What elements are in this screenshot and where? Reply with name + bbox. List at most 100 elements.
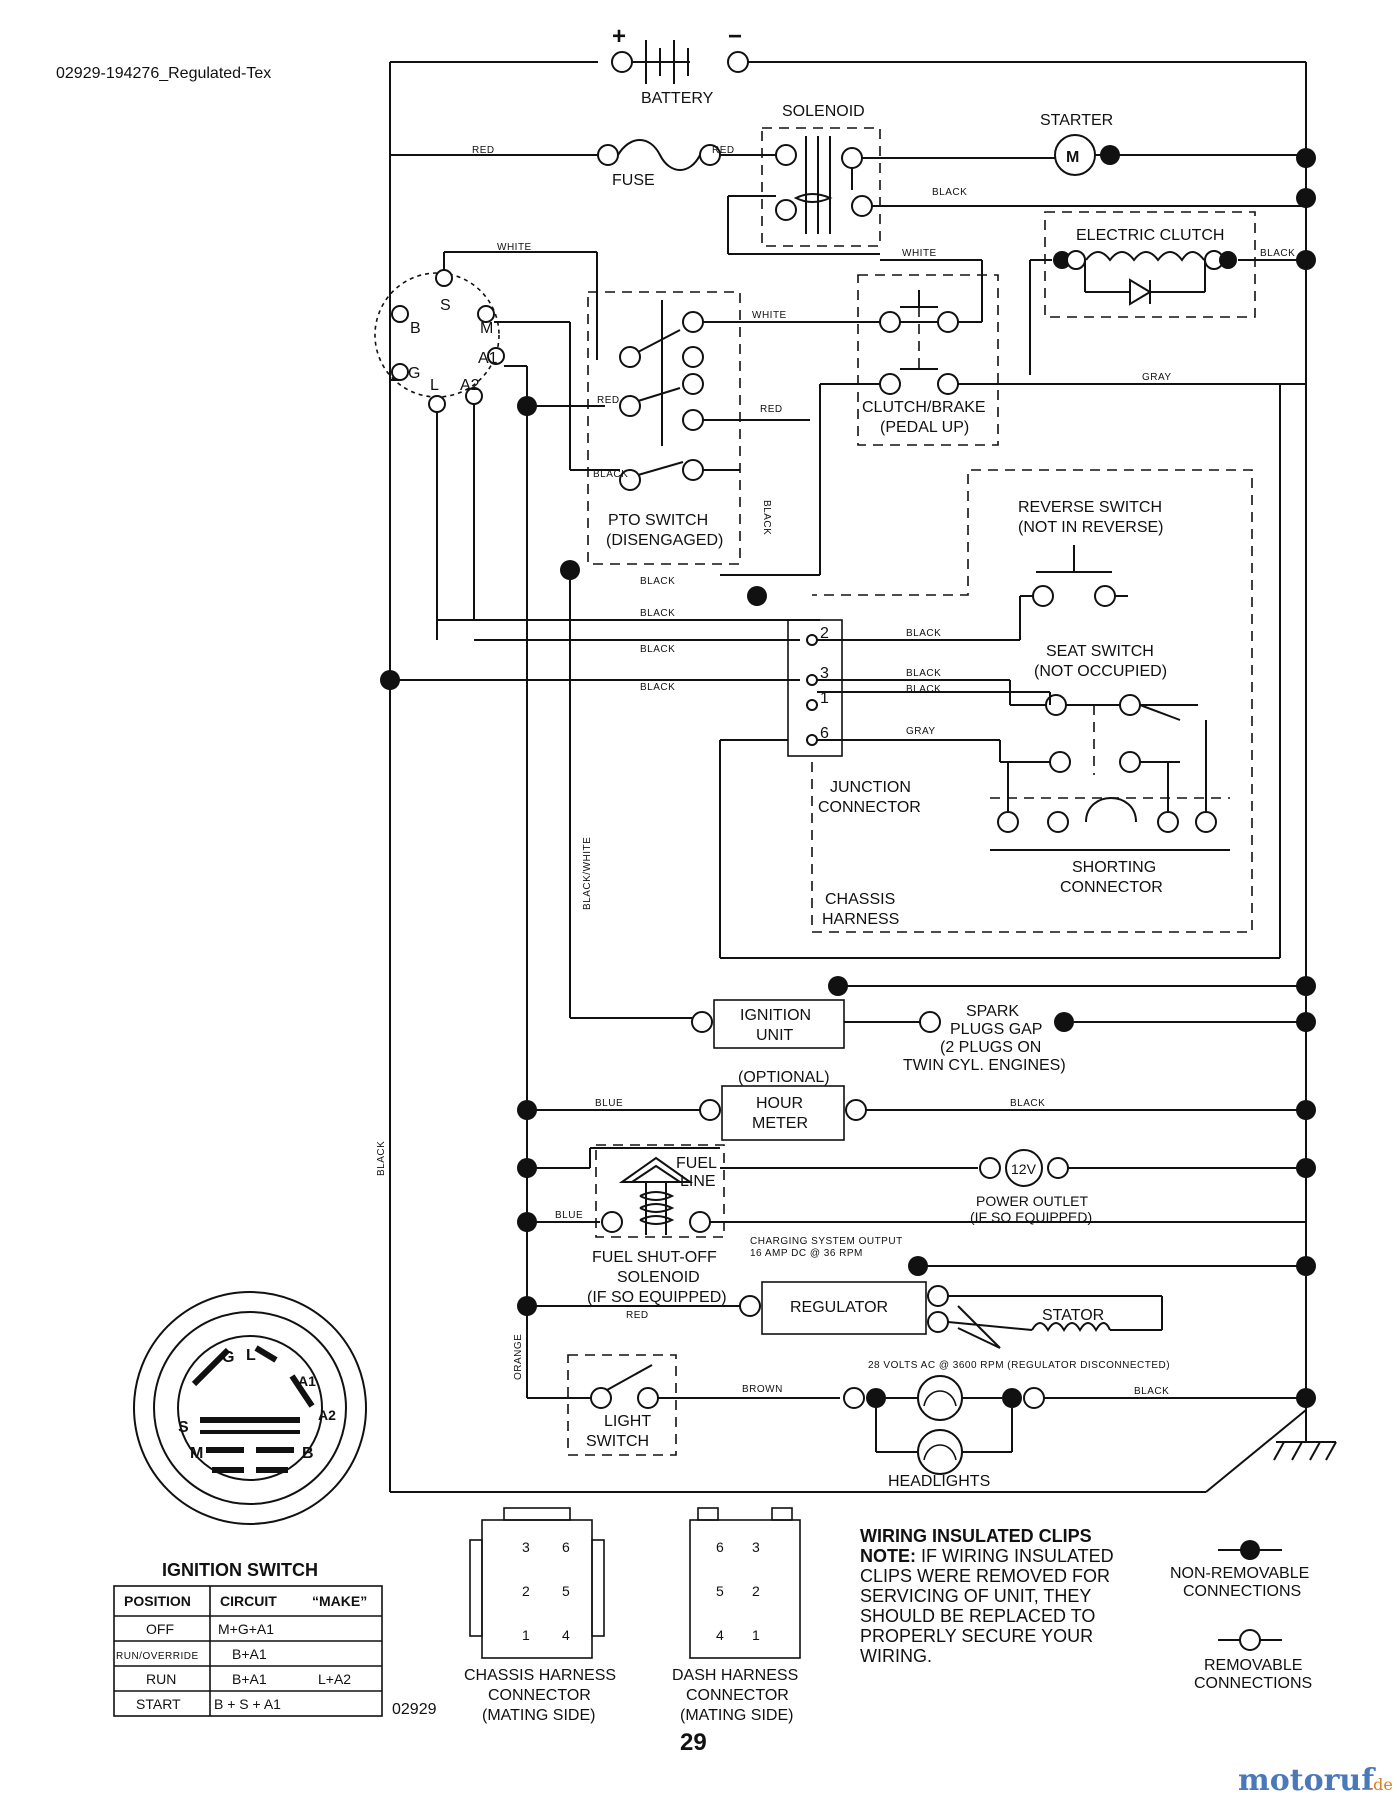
wire-label-black-h2: BLACK xyxy=(640,608,675,619)
ignition-unit-label-1: IGNITION xyxy=(740,1007,811,1024)
table-row-run-extra: L+A2 xyxy=(318,1671,351,1687)
power-outlet: 12V POWER OUTLET (IF SO EQUIPPED) xyxy=(517,1147,1316,1225)
headlights: HEADLIGHTS BLACK xyxy=(843,1375,1316,1490)
shorting-connector-label-2: CONNECTOR xyxy=(1060,879,1163,896)
starter-symbol: M xyxy=(1066,149,1079,166)
wire-label-white-1: WHITE xyxy=(497,242,532,253)
chassis-pin-6: 6 xyxy=(562,1539,570,1555)
battery-plus-sign: + xyxy=(612,23,626,50)
legend-removable-1: REMOVABLE xyxy=(1204,1657,1302,1674)
charging-output-label-2: 16 AMP DC @ 36 RPM xyxy=(750,1248,863,1259)
dash-pin-4: 4 xyxy=(716,1627,724,1643)
fuel-line-label-1: FUEL xyxy=(676,1155,717,1172)
starter-motor: M STARTER xyxy=(1030,112,1316,176)
wire-label-black-hl: BLACK xyxy=(1134,1386,1169,1397)
wire-label-black-h4: BLACK xyxy=(640,682,675,693)
table-row-override-circuit: B+A1 xyxy=(232,1646,267,1662)
chassis-pin-1: 1 xyxy=(522,1627,530,1643)
stator-label: STATOR xyxy=(1042,1307,1104,1324)
clutch-brake-label-1: CLUTCH/BRAKE xyxy=(862,399,986,416)
wire-label-black-hm: BLACK xyxy=(1010,1098,1045,1109)
seat-switch-label-2: (NOT OCCUPIED) xyxy=(1034,663,1167,680)
table-header-make: “MAKE” xyxy=(312,1593,367,1609)
junction-connector-label-1: JUNCTION xyxy=(830,779,911,796)
note-line-5: PROPERLY SECURE YOUR xyxy=(860,1626,1093,1646)
wire-label-blue-hm: BLUE xyxy=(595,1098,623,1109)
seat-switch: SEAT SWITCH (NOT OCCUPIED) xyxy=(999,643,1198,775)
reverse-switch: REVERSE SWITCH (NOT IN REVERSE) xyxy=(1018,499,1164,640)
junction-pin-2: 2 xyxy=(820,625,829,642)
motoruf-logo: motoruf .de xyxy=(1238,1763,1393,1798)
chassis-pin-5: 5 xyxy=(562,1583,570,1599)
chassis-harness-label-1: CHASSIS xyxy=(825,891,895,908)
dash-connector-label-2: CONNECTOR xyxy=(686,1687,789,1704)
note-line-4: SHOULD BE REPLACED TO xyxy=(860,1606,1095,1626)
fuel-shutoff-label-2: SOLENOID xyxy=(617,1269,700,1286)
note-line-2: CLIPS WERE REMOVED FOR xyxy=(860,1566,1110,1586)
dash-pin-6: 6 xyxy=(716,1539,724,1555)
logo-main: motoruf xyxy=(1238,1763,1376,1798)
document-reference-code: 02929-194276_Regulated-Tex xyxy=(56,65,271,82)
terminal-b: B xyxy=(410,320,421,337)
terminal-m: M xyxy=(480,320,493,337)
table-row-override-position: RUN/OVERRIDE xyxy=(116,1651,199,1662)
ignition-face-b: B xyxy=(302,1445,314,1462)
pto-switch-label-1: PTO SWITCH xyxy=(608,512,708,529)
note-line-6: WIRING. xyxy=(860,1646,932,1666)
ground-symbol xyxy=(390,1398,1337,1493)
wire-label-white-pto: WHITE xyxy=(752,310,787,321)
clutch-brake-label-2: (PEDAL UP) xyxy=(880,419,969,436)
legend-non-removable-1: NON-REMOVABLE xyxy=(1170,1565,1309,1582)
ignition-switch-face: G L A1 A2 S M B IGNITION SWITCH xyxy=(133,1291,367,1580)
table-row-start-position: START xyxy=(136,1696,181,1712)
fuel-shutoff-label-1: FUEL SHUT-OFF xyxy=(592,1249,717,1266)
hour-meter: (OPTIONAL) HOUR METER BLUE BLACK xyxy=(517,1069,1316,1141)
headlights-label: HEADLIGHTS xyxy=(888,1473,990,1490)
fuel-shutoff-label-3: (IF SO EQUIPPED) xyxy=(587,1289,727,1306)
battery: + − BATTERY xyxy=(389,23,1306,1492)
power-outlet-symbol: 12V xyxy=(1011,1161,1037,1177)
fuse: FUSE RED RED xyxy=(390,139,776,189)
wiring-note: WIRING INSULATED CLIPS NOTE: IF WIRING I… xyxy=(860,1526,1114,1666)
junction-pin-6: 6 xyxy=(820,725,829,742)
wire-label-red-pto-2: RED xyxy=(760,404,783,415)
battery-label: BATTERY xyxy=(641,90,714,107)
dash-pin-2: 2 xyxy=(752,1583,760,1599)
spark-plugs-label-4: TWIN CYL. ENGINES) xyxy=(903,1057,1066,1074)
light-switch-label-2: SWITCH xyxy=(586,1433,649,1450)
pto-switch: PTO SWITCH (DISENGAGED) RED BLACK WHITE … xyxy=(570,291,940,565)
wire-label-blue-fuel: BLUE xyxy=(555,1210,583,1221)
note-line-1: NOTE: IF WIRING INSULATED xyxy=(860,1546,1114,1566)
legend-removable-2: CONNECTIONS xyxy=(1194,1675,1312,1692)
note-prefix: NOTE: xyxy=(860,1546,916,1566)
wire-label-orange: ORANGE xyxy=(513,1334,524,1380)
logo-suffix: .de xyxy=(1368,1775,1393,1794)
chassis-connector-label-1: CHASSIS HARNESS xyxy=(464,1667,616,1684)
shorting-connector-label-1: SHORTING xyxy=(1072,859,1156,876)
page-number: 29 xyxy=(680,1729,707,1756)
wire-label-black-h1: BLACK xyxy=(640,576,675,587)
table-row-run-position: RUN xyxy=(146,1671,176,1687)
terminal-l: L xyxy=(430,377,439,394)
table-row-off-position: OFF xyxy=(146,1621,174,1637)
wire-label-gray-clutch: GRAY xyxy=(1142,372,1172,383)
legend-non-removable-2: CONNECTIONS xyxy=(1183,1583,1301,1600)
chassis-pin-2: 2 xyxy=(522,1583,530,1599)
wire-label-black-j1: BLACK xyxy=(906,684,941,695)
spark-plugs-label-1: SPARK xyxy=(966,1003,1019,1020)
clutch-brake-switch: CLUTCH/BRAKE (PEDAL UP) WHITE GRAY xyxy=(740,248,1306,576)
regulator: CHARGING SYSTEM OUTPUT 16 AMP DC @ 36 RP… xyxy=(517,1236,1316,1371)
chassis-pin-3: 3 xyxy=(522,1539,530,1555)
table-header-circuit: CIRCUIT xyxy=(220,1593,277,1609)
table-row-start-circuit: B + S + A1 xyxy=(214,1696,281,1712)
note-line-1-text: IF WIRING INSULATED xyxy=(916,1546,1114,1566)
spark-plugs-label-2: PLUGS GAP xyxy=(950,1021,1042,1038)
ignition-switch-schematic: S B M A1 G L A2 xyxy=(374,269,505,413)
dash-pin-1: 1 xyxy=(752,1627,760,1643)
power-outlet-label-1: POWER OUTLET xyxy=(976,1193,1088,1209)
table-row-off-circuit: M+G+A1 xyxy=(218,1621,274,1637)
battery-minus-sign: − xyxy=(728,23,742,50)
wire-label-black-h3: BLACK xyxy=(640,644,675,655)
ignition-face-a1: A1 xyxy=(298,1373,316,1389)
dash-pin-3: 3 xyxy=(752,1539,760,1555)
